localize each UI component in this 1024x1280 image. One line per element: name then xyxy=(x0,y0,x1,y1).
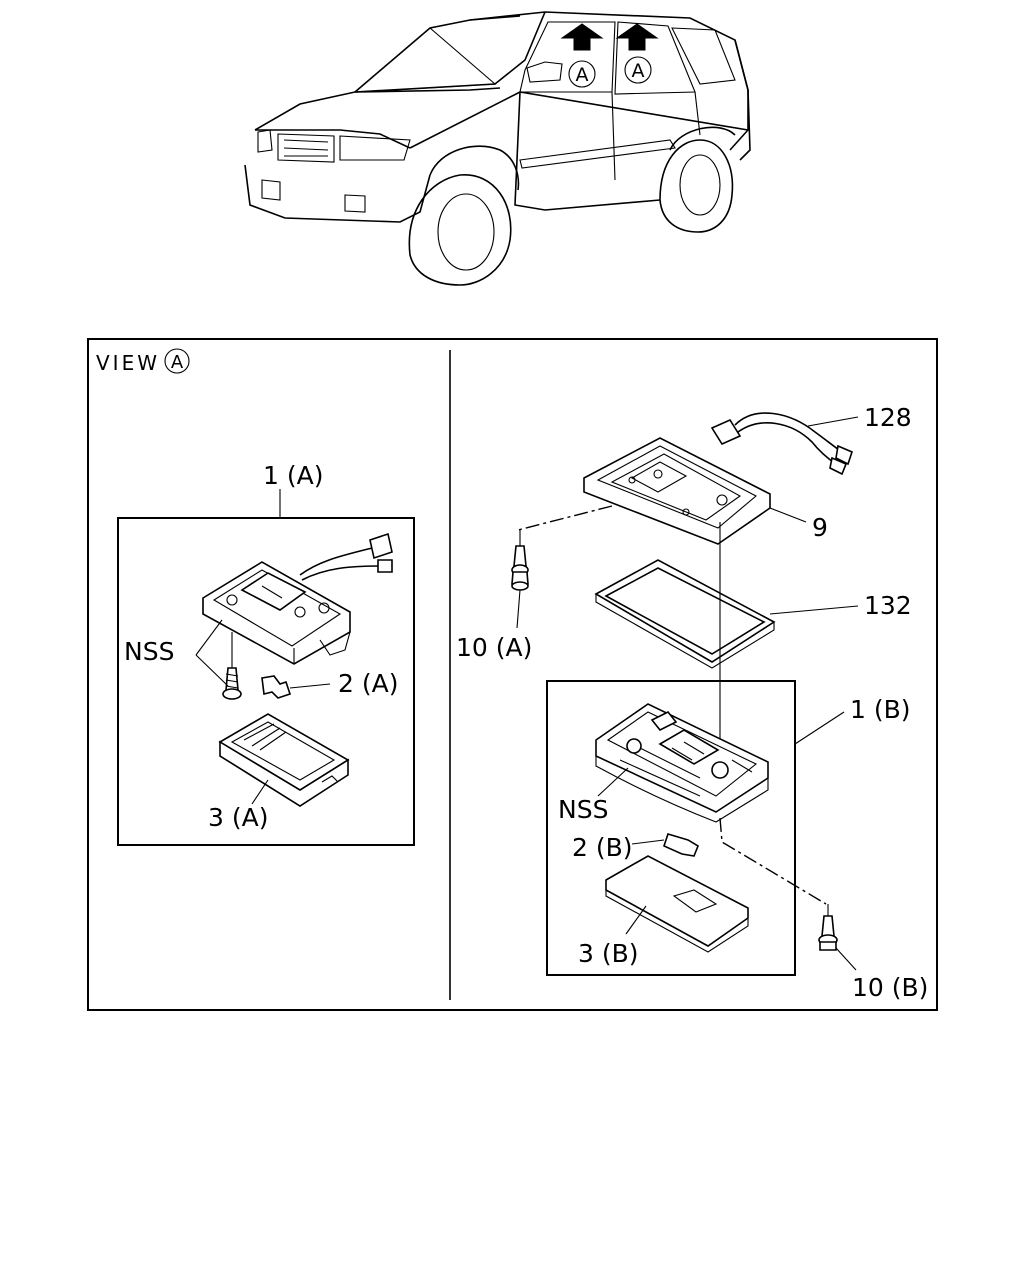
view-heading-marker-circle xyxy=(164,348,190,374)
callout-bezel: 9 xyxy=(812,513,828,542)
lens-b xyxy=(605,855,749,953)
callout-gasket: 132 xyxy=(864,591,912,620)
view-frame xyxy=(87,338,938,1011)
screw-a xyxy=(222,632,242,700)
lamp-b-housing xyxy=(595,703,769,823)
view-heading-marker: A xyxy=(171,352,184,373)
callout-lens-a: 3 (A) xyxy=(208,803,268,832)
clip-10a xyxy=(511,530,529,629)
callout-clip-left: 10 (A) xyxy=(456,633,532,662)
view-marker-circle xyxy=(568,60,596,88)
gasket-132 xyxy=(594,559,859,669)
callout-harness: 128 xyxy=(864,403,912,432)
view-heading-text: VIEW xyxy=(96,351,160,375)
bulb-b xyxy=(631,833,699,857)
bulb-a xyxy=(261,675,331,699)
arrow-up-icon xyxy=(560,23,604,51)
callout-clip-right: 10 (B) xyxy=(852,973,928,1002)
lamp-a-group-box xyxy=(117,517,415,846)
view-marker-circle xyxy=(624,56,652,84)
view-marker: A xyxy=(632,60,645,82)
view-heading: VIEW A xyxy=(96,348,190,375)
view-marker: A xyxy=(576,64,589,86)
callout-screw-b: NSS xyxy=(558,795,608,824)
clip-10b xyxy=(818,904,857,971)
bezel-9 xyxy=(583,437,807,545)
callout-bulb-b: 2 (B) xyxy=(572,833,633,862)
left-assembly: 1 (A) NSS xyxy=(117,461,415,846)
callout-screw-a: NSS xyxy=(124,637,174,666)
callout-lamp-a: 1 (A) xyxy=(263,461,323,490)
harness-128 xyxy=(710,412,859,476)
callout-bulb-a: 2 (A) xyxy=(338,669,398,698)
vehicle-illustration: A A xyxy=(244,11,751,286)
callout-lamp-b: 1 (B) xyxy=(850,695,911,724)
arrow-up-icon xyxy=(615,23,659,51)
right-assembly: 128 9 10 (A) xyxy=(456,403,928,1002)
lamp-b-group-box xyxy=(546,680,796,976)
callout-lens-b: 3 (B) xyxy=(578,939,639,968)
lamp-a-housing xyxy=(202,532,393,665)
lens-a xyxy=(218,713,350,807)
